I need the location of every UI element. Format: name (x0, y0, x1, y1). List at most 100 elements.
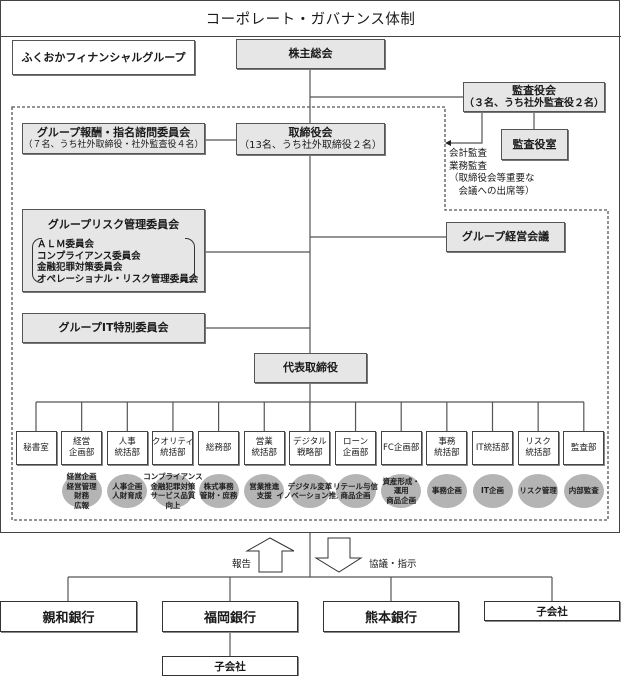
subsidiary-box: 子会社 (484, 601, 620, 621)
subsidiary-label: 子会社 (536, 605, 568, 618)
department-name: 営業 (255, 437, 273, 447)
department-name: 監査部 (571, 442, 597, 453)
function-circle (472, 474, 513, 508)
department-functions: 営業推進支援 (234, 469, 294, 513)
department-functions: 資産形成・運用商品企画 (371, 469, 431, 513)
department-box: 監査部 (563, 431, 605, 465)
audit-note: 業務監査 (449, 160, 488, 172)
fukuoka-subsidiary-box: 子会社 (162, 656, 298, 676)
report-label: 報告 (232, 559, 252, 570)
shinwa-bank-box: 親和銀行 (0, 601, 137, 632)
department-box: 営業統括部 (243, 431, 285, 465)
department-box: 事務統括部 (426, 431, 468, 465)
it-committee-box: グループIT特別委員会 (22, 313, 205, 343)
function-label: 金融犯罪対策 (150, 481, 196, 491)
report-up-arrow-icon (245, 537, 295, 573)
department-name: IT統括部 (475, 442, 510, 453)
department-name: 総務部 (205, 442, 232, 453)
risk-committee-members: ＡＬＭ委員会 コンプライアンス委員会 金融犯罪対策委員会 オペレーショナル・リス… (37, 239, 198, 285)
nomination-committee-label: グループ報酬・指名諮問委員会 (36, 126, 191, 139)
department-box: デジタル戦略部 (289, 431, 331, 465)
function-label: 株式事務 (203, 481, 234, 491)
fukuoka-subsidiary-label: 子会社 (214, 660, 246, 673)
function-label: 商品企画 (340, 491, 371, 500)
function-label: 財務 (74, 491, 90, 500)
function-circle (107, 474, 148, 508)
management-meeting-box: グループ経営会議 (446, 222, 565, 252)
audit-notes: 会計監査 業務監査 （取締役会等重要な 会議への出席等） (449, 148, 535, 198)
president-label: 代表取締役 (283, 361, 338, 375)
function-label: リスク管理 (519, 486, 557, 496)
department-name: リスク (525, 437, 551, 447)
audit-board-label: 監査役会 (512, 83, 556, 97)
department-name: 統括部 (114, 448, 141, 458)
audit-board-box: 監査役会 （３名、うち社外監査役２名） (463, 82, 605, 112)
function-label: 事務企画 (431, 486, 462, 496)
risk-committee-label: グループリスク管理委員会 (47, 218, 180, 231)
function-label: 運用 (393, 486, 409, 496)
function-label: コンプライアンス (143, 472, 203, 481)
department-functions: 内部監査 (554, 469, 614, 513)
department-name: 経営 (73, 437, 91, 447)
department-box: FC企画部 (380, 431, 422, 465)
department-functions: 経営企画経営管理財務広報 (52, 469, 112, 513)
risk-committee-member: ＡＬＭ委員会 (37, 239, 95, 250)
department-name: 企画部 (342, 448, 369, 458)
department-functions: 人事企画人財育成 (97, 469, 157, 513)
department-name: 統括部 (160, 448, 186, 458)
department-functions: リテール与信商品企画 (326, 469, 386, 513)
function-label: 向上 (165, 500, 181, 510)
department-box: 秘書室 (15, 431, 57, 465)
risk-committee-member: オペレーショナル・リスク管理委員会 (37, 273, 199, 285)
function-label: 人財育成 (112, 491, 143, 500)
audit-arrowhead-icon (445, 140, 451, 146)
department-functions: 株式事務管財・庶務 (189, 469, 249, 513)
department-box: 経営企画部 (61, 431, 103, 465)
audit-note: （取締役会等重要な (449, 173, 535, 184)
board-detail: （13名、うち社外取締役２名） (239, 139, 382, 151)
audit-office-label: 監査役室 (512, 137, 557, 151)
function-label: 経営企画 (66, 472, 97, 481)
audit-arrow-line (450, 112, 483, 144)
fukuoka-bank-label: 福岡銀行 (203, 611, 256, 626)
function-label: 経営管理 (66, 481, 97, 491)
department-functions: 事務企画 (417, 469, 477, 513)
function-label: 管財・庶務 (199, 491, 238, 500)
department-name: 秘書室 (23, 442, 49, 453)
function-circle (198, 474, 239, 508)
audit-note: 会計監査 (449, 148, 488, 159)
function-label: リテール与信 (333, 481, 379, 491)
department-name: 企画部 (68, 448, 95, 458)
nomination-committee-box: グループ報酬・指名諮問委員会 （７名、うち社外取締役・社外監査役４名） (22, 123, 205, 154)
function-label: 広報 (74, 500, 90, 510)
board-of-directors-box: 取締役会 （13名、うち社外取締役２名） (236, 123, 385, 155)
department-functions: コンプライアンス金融犯罪対策サービス品質向上 (143, 469, 203, 513)
department-box: リスク統括部 (517, 431, 559, 465)
department-functions: リスク管理 (508, 469, 568, 513)
audit-office-box: 監査役室 (501, 129, 568, 160)
department-name: クオリティ (151, 437, 194, 447)
audit-note: 会議への出席等） (449, 185, 535, 197)
function-circle (335, 474, 376, 508)
instruct-down-arrow-icon (314, 537, 363, 573)
group-boundary-dashed (11, 106, 609, 521)
function-circle (61, 474, 102, 508)
department-name: 戦略部 (297, 448, 323, 458)
function-label: 人事企画 (112, 481, 143, 491)
board-label: 取締役会 (288, 125, 333, 139)
page-title: コーポレート・ガバナンス体制 (0, 0, 621, 37)
department-name: 統括部 (434, 448, 460, 458)
function-circle (563, 474, 604, 508)
function-label: 営業推進 (249, 481, 280, 491)
risk-committee-box: グループリスク管理委員会 ＡＬＭ委員会 コンプライアンス委員会 金融犯罪対策委員… (22, 209, 205, 292)
it-committee-label: グループIT特別委員会 (58, 321, 169, 335)
function-circle (244, 474, 285, 508)
shinwa-bank-label: 親和銀行 (42, 611, 95, 626)
nomination-committee-detail: （７名、うち社外取締役・社外監査役４名） (23, 139, 204, 150)
function-circle (518, 474, 559, 508)
department-box: ローン企画部 (335, 431, 377, 465)
president-box: 代表取締役 (254, 353, 367, 383)
company-name-box: ふくおかフィナンシャルグループ (12, 40, 195, 75)
risk-committee-member: コンプライアンス委員会 (37, 250, 141, 262)
